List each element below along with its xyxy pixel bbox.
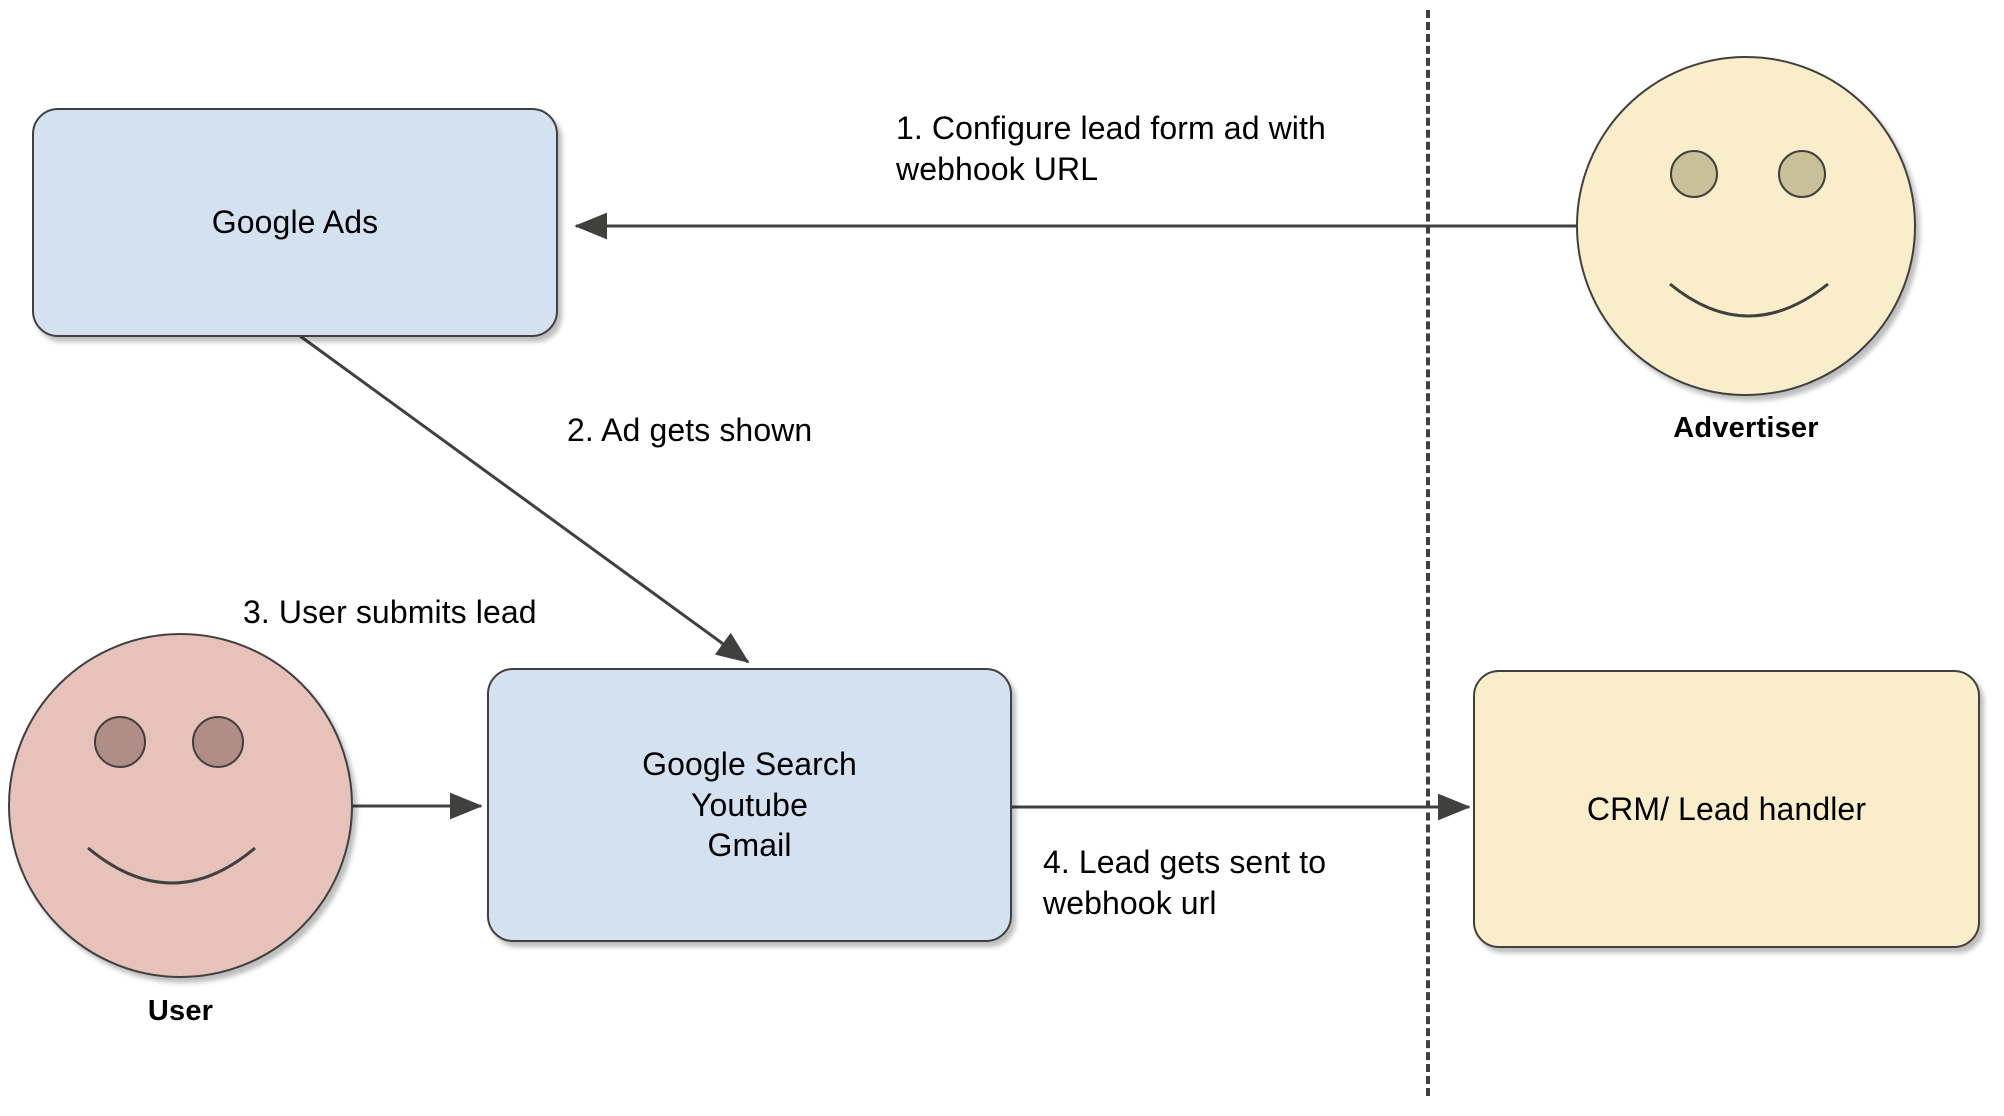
node-google-properties-line-3: Gmail [707, 827, 792, 864]
advertiser-smiley-icon[interactable] [1576, 56, 1916, 396]
advertiser-smile-icon [1669, 282, 1829, 318]
node-crm-lead-handler[interactable]: CRM/ Lead handler [1473, 670, 1980, 948]
node-google-ads-label: Google Ads [211, 204, 379, 241]
user-left-eye-icon [94, 716, 146, 768]
user-right-eye-icon [192, 716, 244, 768]
user-label: User [147, 995, 214, 1027]
edge-label-step-1: 1. Configure lead form ad with webhook U… [896, 110, 1326, 187]
edge-label-step-2: 2. Ad gets shown [567, 412, 813, 448]
node-google-properties[interactable]: Google Search Youtube Gmail [487, 668, 1012, 942]
edge-label-step-4: 4. Lead gets sent to webhook url [1043, 844, 1327, 921]
node-google-properties-label-group: Google Search Youtube Gmail [642, 744, 857, 867]
node-crm-lead-handler-label: CRM/ Lead handler [1586, 790, 1867, 827]
google-boundary-divider [1426, 10, 1430, 1096]
user-smiley-icon[interactable] [8, 633, 353, 978]
advertiser-face-features [1669, 150, 1829, 318]
advertiser-label: Advertiser [1673, 412, 1819, 444]
advertiser-right-eye-icon [1778, 150, 1826, 198]
node-google-properties-line-2: Youtube [691, 786, 808, 823]
user-smile-icon [87, 846, 256, 885]
advertiser-left-eye-icon [1670, 150, 1718, 198]
user-face-features [87, 716, 256, 885]
node-google-properties-line-1: Google Search [642, 745, 857, 782]
node-google-ads[interactable]: Google Ads [32, 108, 558, 337]
edge-label-step-3: 3. User submits lead [243, 594, 537, 630]
